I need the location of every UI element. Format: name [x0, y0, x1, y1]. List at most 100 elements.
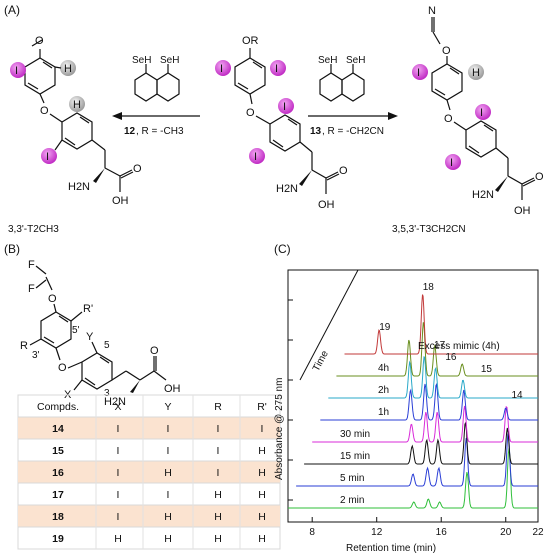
table-cell: H [164, 511, 172, 523]
pos-5p-label: 5' [72, 325, 80, 336]
table-compound-id: 17 [52, 489, 64, 501]
table-cell: H [258, 511, 266, 523]
left-top-o: O [35, 35, 44, 47]
table-cell: I [167, 423, 170, 435]
table-cell: I [217, 467, 220, 479]
table-cell: H [258, 533, 266, 545]
time-axis-line [299, 269, 359, 381]
left-reagent-number: 12 [124, 126, 136, 137]
right-i-3: I [450, 157, 453, 169]
f-label-2: F [28, 283, 35, 295]
left-h-1: H [64, 63, 72, 75]
peak-label: 17 [434, 340, 446, 351]
chromatogram-trace [320, 382, 538, 421]
middle-i-3: I [283, 101, 286, 113]
chromatogram-trace [312, 405, 538, 443]
middle-i-1: I [220, 63, 223, 75]
iodine-ball [249, 148, 265, 164]
iodine-ball [278, 98, 294, 114]
table-header-cell: R [214, 401, 222, 413]
right-n: N [428, 5, 436, 17]
y-axis-label: Absorbance @ 275 nm [274, 378, 285, 480]
table-cell: I [261, 423, 264, 435]
o-label-2: O [58, 362, 67, 374]
left-reagent: SeH SeH 12 , R = -CH3 [112, 55, 200, 137]
trace-label: 4h [378, 363, 389, 374]
right-reagent-number: 13 [310, 126, 322, 137]
table-cell: I [217, 423, 220, 435]
left-h-2: H [73, 99, 81, 111]
x-tick-label: 20 [500, 527, 512, 538]
right-seh-1: SeH [318, 55, 337, 66]
panel-a-label: (A) [4, 3, 20, 17]
table-cell: I [117, 467, 120, 479]
right-reagent: SeH SeH 13 , R = -CH2CN [308, 55, 398, 137]
b-h2n: H2N [104, 396, 126, 408]
trace-label: Excess mimic (4h) [418, 341, 500, 352]
table-cell: I [217, 445, 220, 457]
peak-label: 16 [445, 352, 457, 363]
table-compound-id: 18 [52, 511, 64, 523]
table-cell: I [117, 511, 120, 523]
table-cell: I [167, 445, 170, 457]
x-tick-label-end: 22 [532, 527, 544, 538]
left-o: O [133, 163, 142, 175]
trace-label: 30 min [340, 429, 370, 440]
table-cell: I [117, 445, 120, 457]
table-compound-id: 19 [52, 533, 64, 545]
pos-3p-label: 3' [32, 350, 40, 361]
middle-i-4: I [254, 151, 257, 163]
y-label: Y [86, 331, 94, 343]
pos-5-label: 5 [104, 340, 110, 351]
middle-compound: OR I I O I I H2N O OH [215, 35, 348, 211]
b-oh: OH [164, 383, 181, 395]
chromatogram-trace [304, 422, 538, 465]
table-cell: H [214, 533, 222, 545]
pos-3-label: 3 [104, 388, 110, 399]
x-tick-label: 12 [371, 527, 383, 538]
chromatogram-trace [288, 448, 538, 509]
right-oh: OH [514, 205, 531, 217]
right-h: H [472, 67, 480, 79]
table-compound-id: 16 [52, 467, 64, 479]
right-carb-o: O [535, 171, 544, 183]
table-cell: I [117, 489, 120, 501]
trace-label: 1h [378, 407, 389, 418]
left-reagent-text: , R = -CH3 [136, 126, 184, 137]
table-row-shade [18, 461, 280, 483]
middle-o: O [339, 165, 348, 177]
table-compound-id: 14 [52, 423, 64, 435]
table-cell: H [214, 489, 222, 501]
right-bridge-o: O [444, 113, 453, 125]
left-compound: O I H O H I H2N O OH 3,3'-T2CH3 [8, 35, 142, 235]
right-h2n: H2N [472, 189, 494, 201]
right-reagent-text: , R = -CH2CN [322, 126, 384, 137]
x-axis-label: Retention time (min) [346, 543, 436, 554]
table-cell: H [114, 533, 122, 545]
chromatogram-trace [344, 294, 538, 355]
peak-label: 19 [379, 322, 391, 333]
hydrogen-ball [60, 60, 76, 76]
table-header-cell: X [114, 401, 121, 413]
left-compound-name: 3,3'-T2CH3 [8, 224, 59, 235]
iodine-ball [412, 64, 428, 80]
table-row-shade [18, 417, 280, 439]
table-compound-id: 15 [52, 445, 64, 457]
table-cell: I [117, 423, 120, 435]
right-compound-name: 3,5,3'-T3CH2CN [392, 224, 466, 235]
left-seh-2: SeH [160, 55, 179, 66]
r-label: R [20, 340, 28, 352]
right-compound: N O I H O I I H2N O OH 3,5,3'-T3CH2CN [392, 5, 544, 235]
right-seh-2: SeH [346, 55, 365, 66]
iodine-ball [41, 148, 57, 164]
table-header-cell: Compds. [37, 401, 79, 413]
panel-b-label: (B) [4, 242, 20, 256]
table-cell: I [167, 489, 170, 501]
iodine-ball [445, 154, 461, 170]
peak-label: 15 [481, 364, 493, 375]
b-carb-o: O [150, 345, 159, 357]
iodine-ball [10, 62, 26, 78]
iodine-ball [475, 104, 491, 120]
table-cell: H [258, 445, 266, 457]
